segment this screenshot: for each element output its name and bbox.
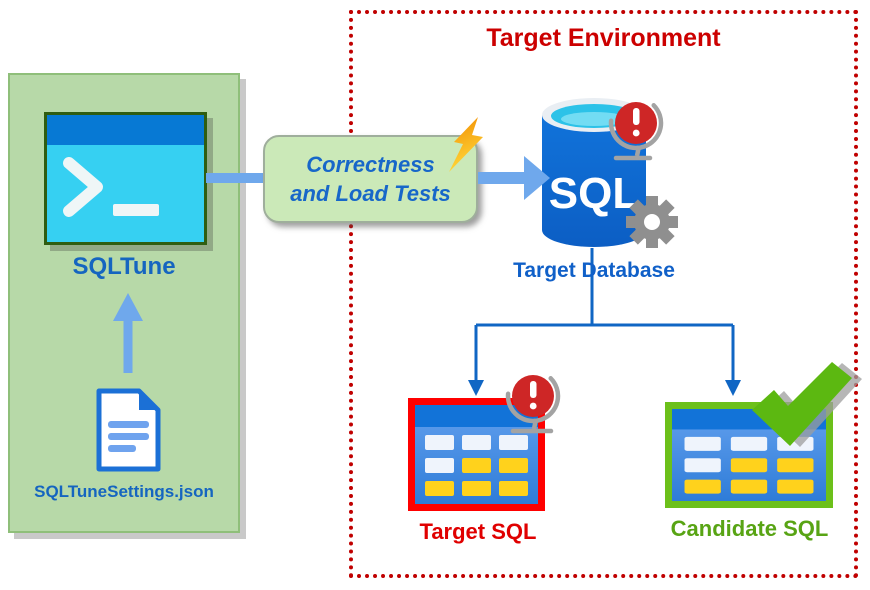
alert-icon (608, 102, 664, 161)
gear-icon (626, 196, 678, 248)
tests-to-database-arrow-icon (478, 156, 550, 200)
terminal-icon (44, 112, 207, 245)
up-arrow-icon (113, 293, 143, 373)
sql-database-icon: SQL (542, 98, 678, 248)
terminal-titlebar (47, 115, 204, 145)
alert-icon (505, 375, 561, 434)
checkmark-icon (752, 362, 862, 447)
terminal-prompt-icon (63, 157, 159, 217)
lightning-icon (449, 117, 483, 172)
sqltune-label: SQLTune (72, 253, 176, 280)
tests-box-line2: and Load Tests (290, 181, 451, 206)
target-database-label: Target Database (513, 259, 675, 282)
connector-tree (468, 248, 741, 396)
target-environment-box (349, 10, 858, 578)
settings-file-label: SQLTuneSettings.json (34, 482, 214, 501)
target-environment-title: Target Environment (486, 24, 721, 52)
tests-box-line1: Correctness (306, 152, 435, 177)
sql-icon-text: SQL (549, 169, 639, 218)
tests-box: Correctness and Load Tests (263, 135, 478, 223)
candidate-sql-label: Candidate SQL (670, 516, 829, 541)
json-file-icon (96, 388, 161, 472)
target-sql-table-icon (408, 398, 545, 511)
connector-terminal-to-tests (206, 173, 264, 183)
target-sql-label: Target SQL (419, 519, 537, 544)
